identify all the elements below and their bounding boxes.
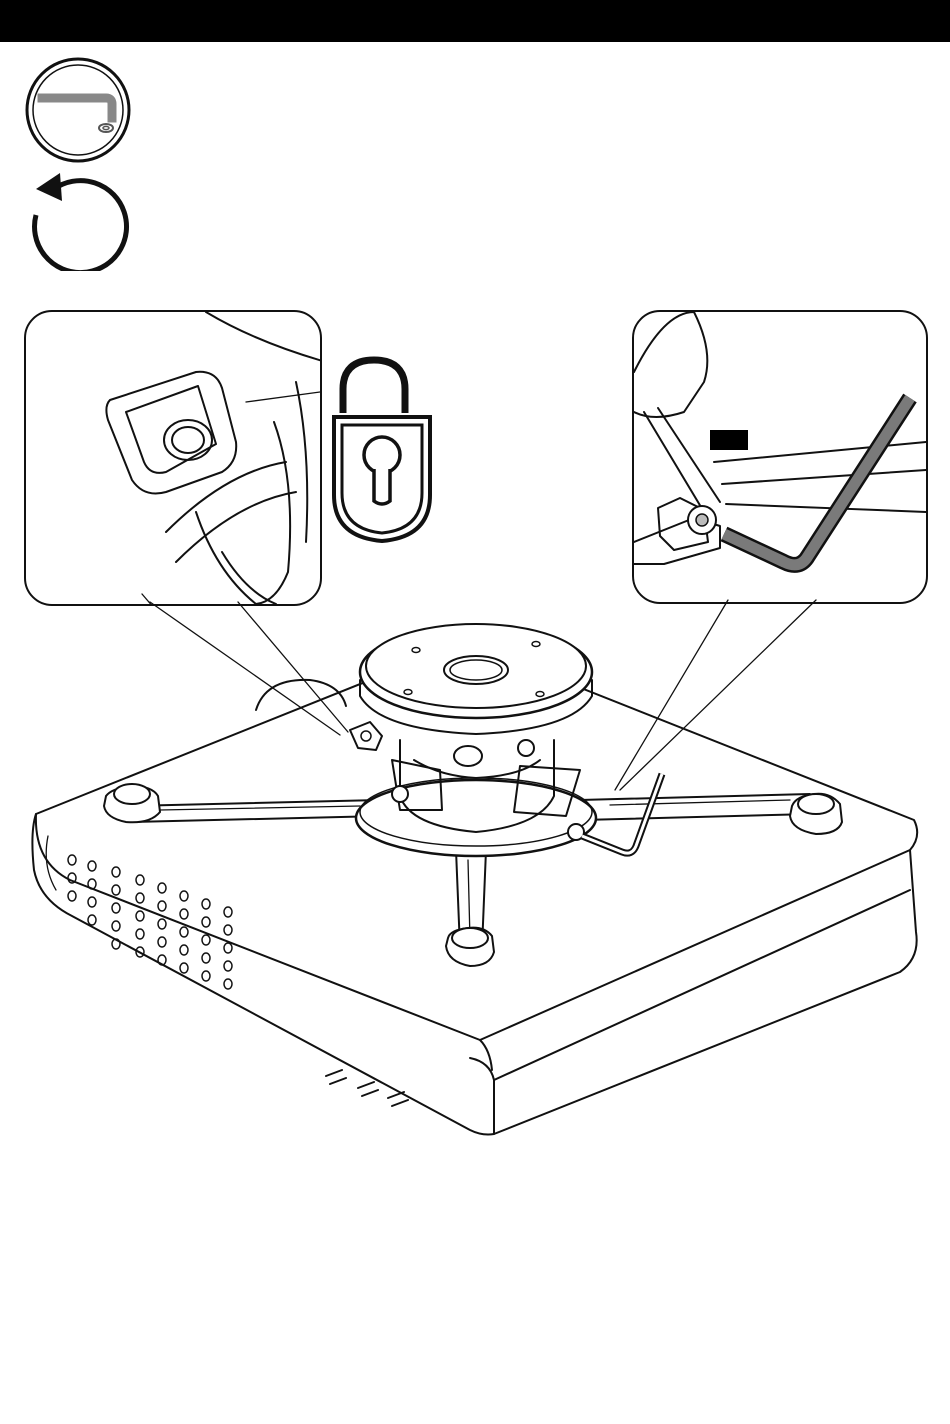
projector-mount-illustration: [20, 600, 930, 1160]
